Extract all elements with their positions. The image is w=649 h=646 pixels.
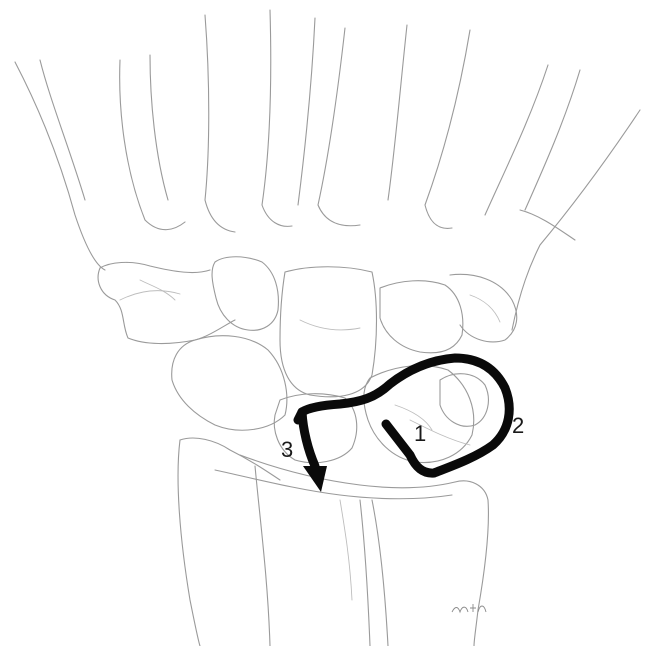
label-step-2: 2 (512, 413, 524, 438)
step-labels: 1 2 3 (281, 413, 524, 462)
arrowhead-icon (303, 466, 327, 492)
label-step-3: 3 (281, 437, 293, 462)
label-step-1: 1 (414, 421, 426, 446)
metacarpal-bones (15, 10, 640, 330)
artist-signature (452, 604, 486, 612)
distal-carpal-row (98, 257, 517, 397)
